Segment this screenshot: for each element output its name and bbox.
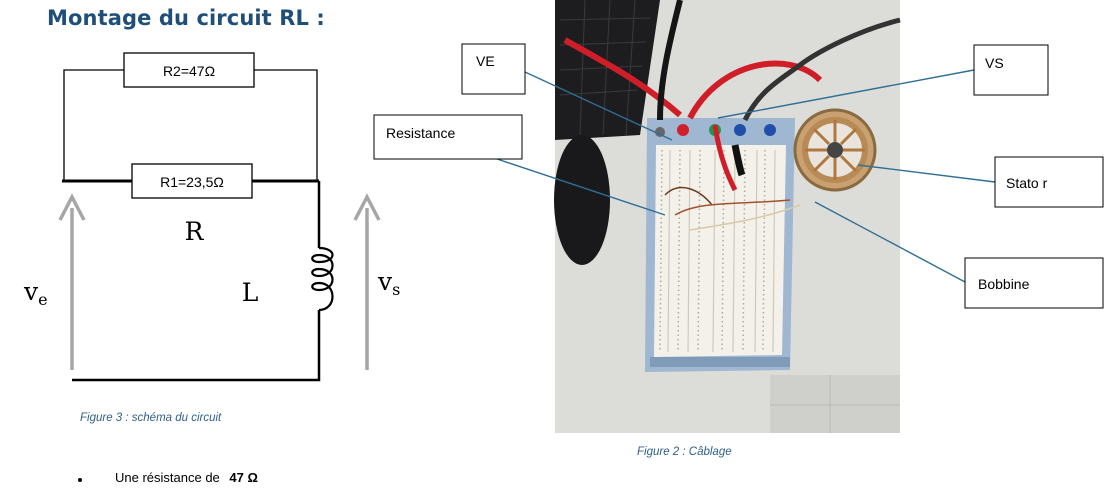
figure3-caption: Figure 3 : schéma du circuit (80, 412, 222, 424)
bobbine-callout-text: Bobbine (978, 276, 1030, 292)
wiring-photo (554, 0, 901, 433)
vs-callout-box (973, 44, 1049, 96)
ve-callout-box (461, 43, 526, 95)
ve-arrow-head (58, 193, 86, 221)
stator-callout-text: Stato r (1006, 175, 1048, 191)
r2-label: R2=47Ω (163, 63, 215, 79)
bobbine-callout-box (964, 257, 1104, 309)
ve-label: ve (23, 277, 48, 309)
page-title: Montage du circuit RL : (47, 6, 325, 30)
bullet-value: 47 Ω (229, 470, 258, 485)
bobbine-callout-line (814, 201, 966, 283)
mouse (554, 135, 610, 265)
l-label: L (242, 278, 259, 307)
r-label: R (185, 217, 205, 246)
vs-callout-line (717, 69, 975, 119)
stator-callout-box (994, 156, 1104, 208)
right-wire-bottom (72, 310, 321, 382)
circuit-schematic: R2=47Ω R1=23,5Ω R L ve vs (23, 52, 400, 382)
stator-callout-line (857, 164, 996, 183)
resistance-callout-box (373, 114, 523, 160)
bullet-dot (78, 478, 82, 482)
inductor-coil (311, 246, 334, 312)
ve-callout-text: VE (476, 53, 495, 69)
vs-arrow-head (353, 193, 381, 221)
vs-callout-text: VS (985, 55, 1004, 71)
r2-resistor (123, 52, 255, 88)
bullet-text: Une résistance de (115, 470, 220, 485)
ve-callout-line (524, 71, 673, 141)
r1-resistor (131, 163, 253, 199)
resistance-callout-line (496, 158, 666, 216)
bullet-item: Une résistance de 47 Ω (115, 470, 258, 485)
vs-label: vs (377, 267, 400, 299)
resistance-callout-text: Resistance (386, 125, 455, 141)
callouts: VE VS Resistance Stato r Bobbine (373, 43, 1104, 309)
figure2-caption: Figure 2 : Câblage (637, 446, 732, 458)
r2-branch-wire (63, 69, 318, 180)
r1-label: R1=23,5Ω (160, 174, 224, 190)
